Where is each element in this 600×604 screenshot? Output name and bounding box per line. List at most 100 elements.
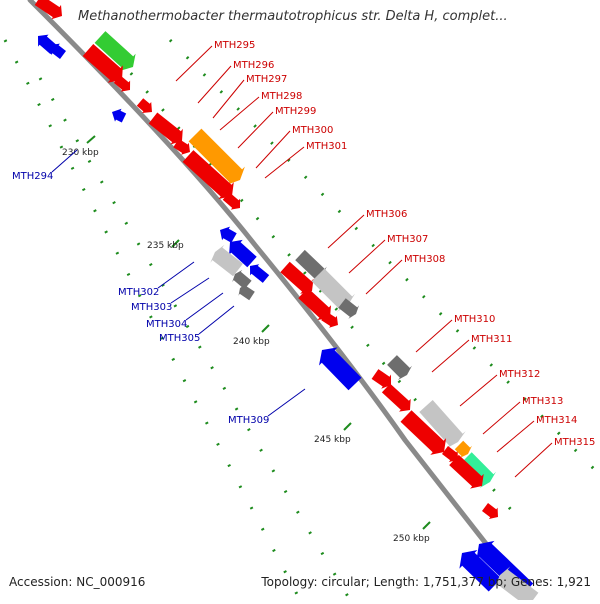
gene-arrow-mth295 bbox=[82, 44, 123, 83]
gene-mth315-label[interactable]: MTH315 bbox=[554, 437, 595, 448]
gene-mth309-label[interactable]: MTH309 bbox=[228, 415, 269, 426]
gene-mth305-leader-line bbox=[198, 305, 235, 335]
gene-mth309-leader-line bbox=[267, 388, 306, 417]
gene-mth296-leader-line bbox=[197, 65, 232, 104]
gene-mth310-leader-line bbox=[415, 319, 453, 353]
gene-arrow-mth298 bbox=[173, 138, 190, 155]
gene-arrow-mth314 bbox=[454, 440, 472, 458]
gene-mth294-label[interactable]: MTH294 bbox=[12, 171, 53, 182]
tick-240-kbp-mark bbox=[261, 324, 270, 333]
gene-arrow-mth315 bbox=[460, 452, 496, 488]
scale-ticks: 230 kbp 235 kbp 240 kbp 245 kbp 250 kbp bbox=[62, 135, 431, 544]
feature-ring-dots bbox=[38, 77, 352, 601]
feature-reverse bbox=[494, 566, 539, 604]
gene-arrow-mth296 bbox=[136, 98, 152, 113]
gene-mth312-label[interactable]: MTH312 bbox=[499, 369, 540, 380]
gene-arrow-mth304 bbox=[232, 269, 252, 290]
genome-backbone bbox=[27, 0, 533, 603]
gene-arrow-mth301 bbox=[222, 192, 241, 210]
gene-arrow-mth309 bbox=[319, 347, 362, 391]
tick-235-kbp-mark bbox=[171, 239, 180, 248]
gene-mth301-label[interactable]: MTH301 bbox=[306, 141, 347, 152]
gene-mth298-label[interactable]: MTH298 bbox=[261, 91, 302, 102]
tick-240-kbp-label: 240 kbp bbox=[233, 337, 270, 347]
feature-reverse bbox=[50, 43, 66, 59]
gene-mth312-leader-line bbox=[459, 374, 498, 407]
gene-mth314-leader-line bbox=[496, 420, 535, 453]
gene-mth303-label[interactable]: MTH303 bbox=[131, 302, 172, 313]
gene-mth314-label[interactable]: MTH314 bbox=[536, 415, 577, 426]
gene-mth300-label[interactable]: MTH300 bbox=[292, 125, 333, 136]
gene-arrow-mth303 bbox=[210, 244, 243, 277]
feature-reverse bbox=[459, 550, 502, 592]
gene-mth315-leader-line bbox=[514, 442, 553, 478]
gene-arrow-mth313 bbox=[419, 400, 466, 449]
feature-reverse bbox=[229, 239, 257, 268]
feature-forward bbox=[298, 287, 331, 320]
feature-forward bbox=[482, 503, 498, 519]
map-title: Methanothermobacter thermautotrophicus s… bbox=[78, 9, 508, 24]
gene-mth298-leader-line bbox=[219, 96, 260, 131]
tick-230-kbp-label: 230 kbp bbox=[62, 148, 99, 158]
gene-mth305-label[interactable]: MTH305 bbox=[159, 333, 200, 344]
feature-forward bbox=[338, 298, 359, 319]
accession-text: Accession: NC_000916 bbox=[9, 575, 146, 589]
feature-top-left bbox=[34, 0, 62, 20]
gene-arrow-mth310 bbox=[387, 355, 412, 380]
gene-mth302-label[interactable]: MTH302 bbox=[118, 287, 159, 298]
gene-arrow-mth312 bbox=[400, 410, 447, 455]
gene-mth310-label[interactable]: MTH310 bbox=[454, 314, 495, 325]
gene-arrow-mth306 bbox=[295, 249, 327, 282]
feature-green bbox=[94, 31, 136, 71]
tick-230-kbp-mark bbox=[86, 135, 96, 144]
feature-rings bbox=[3, 38, 597, 601]
gene-mth308-label[interactable]: MTH308 bbox=[404, 254, 445, 265]
gene-arrow-mth299 bbox=[188, 128, 245, 185]
tick-250-kbp-label: 250 kbp bbox=[393, 534, 430, 544]
gene-mth311-leader-line bbox=[431, 339, 470, 373]
gene-mth296-label[interactable]: MTH296 bbox=[233, 60, 274, 71]
feature-reverse bbox=[112, 108, 127, 123]
gene-mth303-leader-line bbox=[170, 277, 210, 304]
gene-mth307-label[interactable]: MTH307 bbox=[387, 234, 428, 245]
feature-forward bbox=[321, 311, 338, 328]
gene-mth304-label[interactable]: MTH304 bbox=[146, 319, 187, 330]
feature-forward bbox=[113, 75, 131, 92]
gene-mth297-leader-line bbox=[212, 79, 245, 119]
gene-features bbox=[34, 0, 539, 604]
tick-235-kbp-label: 235 kbp bbox=[147, 241, 184, 251]
gene-mth297-label[interactable]: MTH297 bbox=[246, 74, 287, 85]
tick-245-kbp-mark bbox=[343, 422, 352, 431]
feature-forward bbox=[371, 369, 391, 389]
gene-arrow-mth297 bbox=[148, 112, 183, 145]
gene-mth299-leader-line bbox=[237, 111, 274, 149]
feature-forward bbox=[442, 446, 458, 462]
gene-mth306-leader-line bbox=[327, 214, 365, 249]
gene-labels: MTH294 MTH295MTH296MTH297MTH298MTH299MTH3… bbox=[12, 40, 595, 478]
gene-mth311-label[interactable]: MTH311 bbox=[471, 334, 512, 345]
gene-mth299-label[interactable]: MTH299 bbox=[275, 106, 316, 117]
genome-summary-text: Topology: circular; Length: 1,751,377 bp… bbox=[261, 575, 591, 589]
gene-mth304-leader-line bbox=[185, 292, 224, 321]
gene-mth306-label[interactable]: MTH306 bbox=[366, 209, 407, 220]
gene-mth313-label[interactable]: MTH313 bbox=[522, 396, 563, 407]
gene-mth300-leader-line bbox=[255, 130, 291, 169]
gene-mth294-leader-line bbox=[51, 149, 78, 173]
gene-mth295-label[interactable]: MTH295 bbox=[214, 40, 255, 51]
gene-arrow-mth311 bbox=[381, 383, 411, 412]
gene-mth308-leader-line bbox=[365, 259, 403, 295]
tick-245-kbp-label: 245 kbp bbox=[314, 435, 351, 445]
gene-arrow-mth307 bbox=[280, 261, 314, 294]
gene-mth301-leader-line bbox=[264, 146, 305, 179]
gene-mth313-leader-line bbox=[482, 401, 521, 435]
gene-mth307-leader-line bbox=[348, 239, 386, 274]
feature-forward bbox=[449, 454, 484, 489]
gene-mth302-leader-line bbox=[157, 261, 195, 289]
gene-arrow-mth305 bbox=[238, 283, 255, 301]
feature-reverse bbox=[250, 264, 270, 283]
gene-arrow-mth302 bbox=[220, 226, 237, 243]
gene-mth295-leader-line bbox=[175, 45, 213, 82]
tick-250-kbp-mark bbox=[422, 521, 431, 530]
